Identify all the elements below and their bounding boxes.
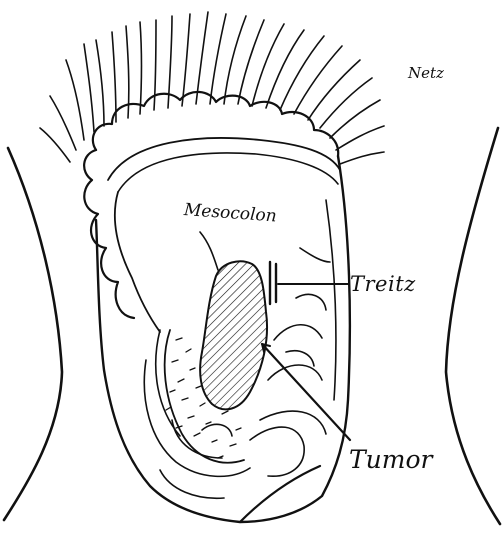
- mesocolon-fold-2: [300, 248, 330, 262]
- body-outline-right: [446, 128, 500, 524]
- tumor-mass: [200, 261, 267, 409]
- omentum-fringe: [40, 12, 384, 164]
- ascending-colon: [84, 150, 134, 318]
- body-outline-left: [4, 148, 62, 520]
- flap-right-inner: [326, 200, 336, 400]
- tumor-pointer-line: [262, 344, 350, 440]
- colon-inner-line: [108, 138, 340, 180]
- treitz-ligament: [270, 262, 276, 304]
- label-treitz: Treitz: [350, 274, 416, 295]
- label-tumor: Tumor: [349, 447, 432, 472]
- label-netz: Netz: [408, 66, 444, 81]
- flap-bottom-fold: [240, 466, 320, 522]
- colon-inner-line-2: [118, 153, 338, 192]
- mesocolon-fold: [200, 232, 218, 270]
